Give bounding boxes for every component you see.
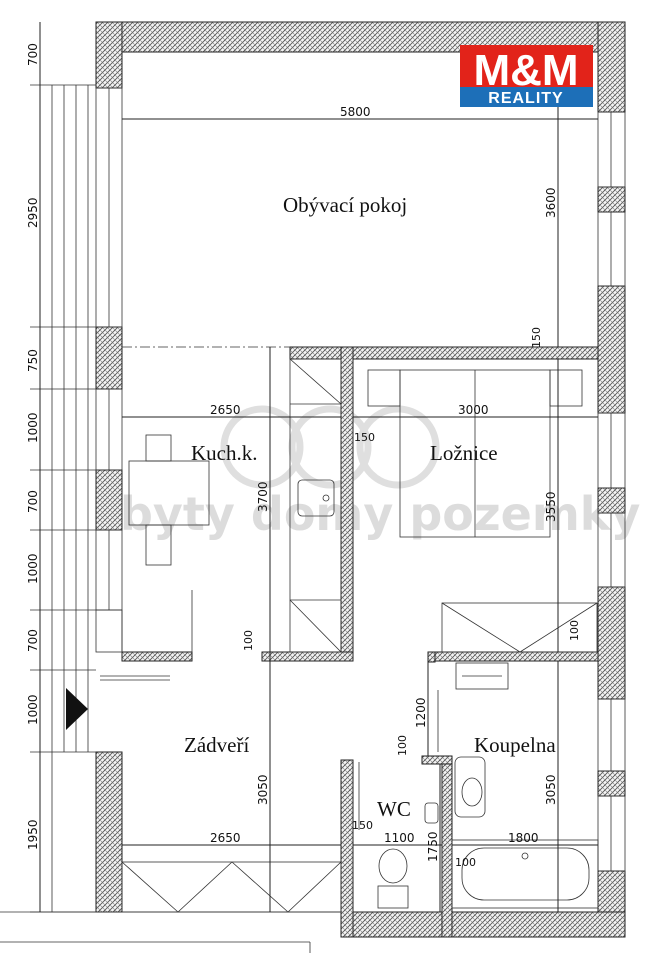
watermark: byty domy pozemky bbox=[120, 405, 640, 541]
dim-wc-width: 1100 bbox=[384, 831, 415, 845]
room-label-living: Obývací pokoj bbox=[283, 193, 407, 217]
dim-left-2950: 2950 bbox=[26, 197, 40, 228]
windows bbox=[95, 87, 626, 872]
dim-kitchen-width: 2650 bbox=[210, 403, 241, 417]
dim-bedroom-width: 3000 bbox=[458, 403, 489, 417]
dim-left-1000-a: 1000 bbox=[26, 412, 40, 443]
room-label-bathroom: Koupelna bbox=[474, 733, 556, 757]
dim-left-1950: 1950 bbox=[26, 819, 40, 850]
dim-bath-depth: 3050 bbox=[544, 774, 558, 805]
dim-door-1200: 1200 bbox=[414, 697, 428, 728]
dim-wall-100-c: 100 bbox=[396, 735, 409, 756]
dim-wall-150-b: 150 bbox=[354, 431, 375, 444]
kitchen-furniture bbox=[95, 358, 342, 653]
dim-left-700-c: 700 bbox=[26, 629, 40, 652]
dim-wall-150-c: 150 bbox=[352, 819, 373, 832]
dim-wall-150-a: 150 bbox=[530, 327, 543, 348]
wc-toilet-icon bbox=[377, 848, 409, 909]
dim-left-700-a: 700 bbox=[26, 43, 40, 66]
walls bbox=[95, 21, 626, 938]
dim-wall-100-d: 100 bbox=[455, 856, 476, 869]
dimension-lines bbox=[39, 22, 598, 912]
dim-living-width: 5800 bbox=[340, 105, 371, 119]
logo-brand: M&M bbox=[473, 46, 578, 95]
hall-furniture bbox=[100, 675, 439, 913]
room-label-hall: Zádveří bbox=[184, 733, 249, 757]
dim-left-750: 750 bbox=[26, 349, 40, 372]
dim-wall-100-a: 100 bbox=[242, 630, 255, 651]
dim-living-depth: 3600 bbox=[544, 187, 558, 218]
room-label-bedroom: Ložnice bbox=[430, 441, 498, 465]
dim-kitchen-depth: 3700 bbox=[256, 481, 270, 512]
dim-hall-depth: 3050 bbox=[256, 774, 270, 805]
dim-bath-width: 1800 bbox=[508, 831, 539, 845]
entrance-arrow-icon bbox=[66, 688, 88, 730]
dim-left-700-b: 700 bbox=[26, 490, 40, 513]
dim-hall-width: 2650 bbox=[210, 831, 241, 845]
watermark-text: byty domy pozemky bbox=[120, 487, 640, 541]
dim-wc-depth: 1750 bbox=[426, 831, 440, 862]
logo-subtitle: REALITY bbox=[488, 90, 563, 107]
room-label-wc: WC bbox=[377, 797, 411, 821]
bathroom-fixtures bbox=[424, 662, 599, 909]
dim-wall-100-b: 100 bbox=[568, 620, 581, 641]
dim-bedroom-depth: 3550 bbox=[544, 491, 558, 522]
dim-left-1000-b: 1000 bbox=[26, 553, 40, 584]
watermark-emblem-icon bbox=[220, 405, 440, 489]
dim-left-1000-c: 1000 bbox=[26, 694, 40, 725]
room-label-kitchen: Kuch.k. bbox=[191, 441, 258, 465]
brand-logo: M&M REALITY bbox=[460, 45, 593, 107]
